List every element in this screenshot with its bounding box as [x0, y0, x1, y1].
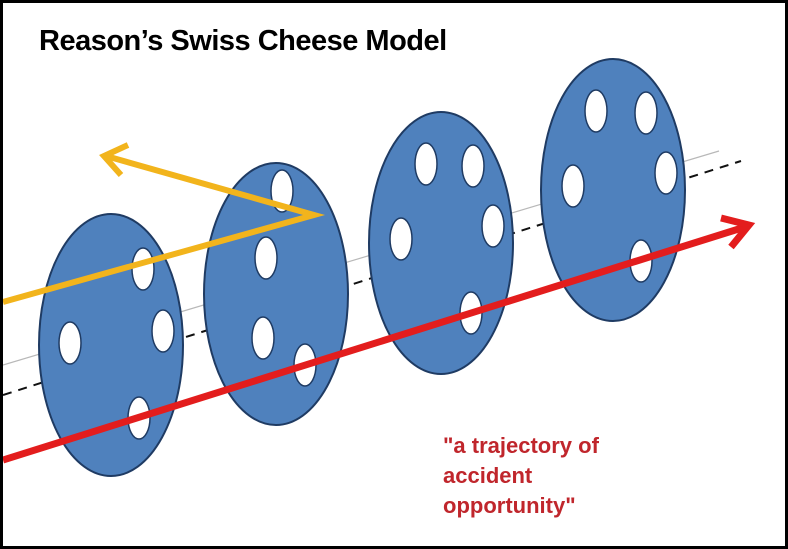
cheese-hole — [254, 236, 278, 280]
cheese-hole — [151, 309, 175, 353]
caption-line: accident — [443, 463, 533, 488]
diagram-title: Reason’s Swiss Cheese Model — [39, 25, 447, 57]
yellow-blocked-arrow — [3, 142, 326, 305]
cheese-hole — [461, 144, 485, 188]
diagram-canvas — [3, 58, 756, 477]
cheese-hole — [561, 164, 585, 208]
cheese-hole — [251, 316, 275, 360]
red-trajectory-arrow — [3, 214, 756, 464]
cheese-hole — [389, 217, 413, 261]
caption-line: opportunity" — [443, 493, 576, 518]
cheese-hole — [481, 204, 505, 248]
cheese-hole — [414, 142, 438, 186]
cheese-hole — [654, 151, 678, 195]
cheese-hole — [584, 89, 608, 133]
cheese-hole — [58, 321, 82, 365]
defense-layer-1 — [38, 213, 184, 477]
cheese-hole — [634, 91, 658, 135]
caption-line: "a trajectory of — [443, 433, 599, 458]
cheese-hole — [131, 247, 155, 291]
trajectory-caption: "a trajectory of accident opportunity" — [443, 431, 599, 521]
